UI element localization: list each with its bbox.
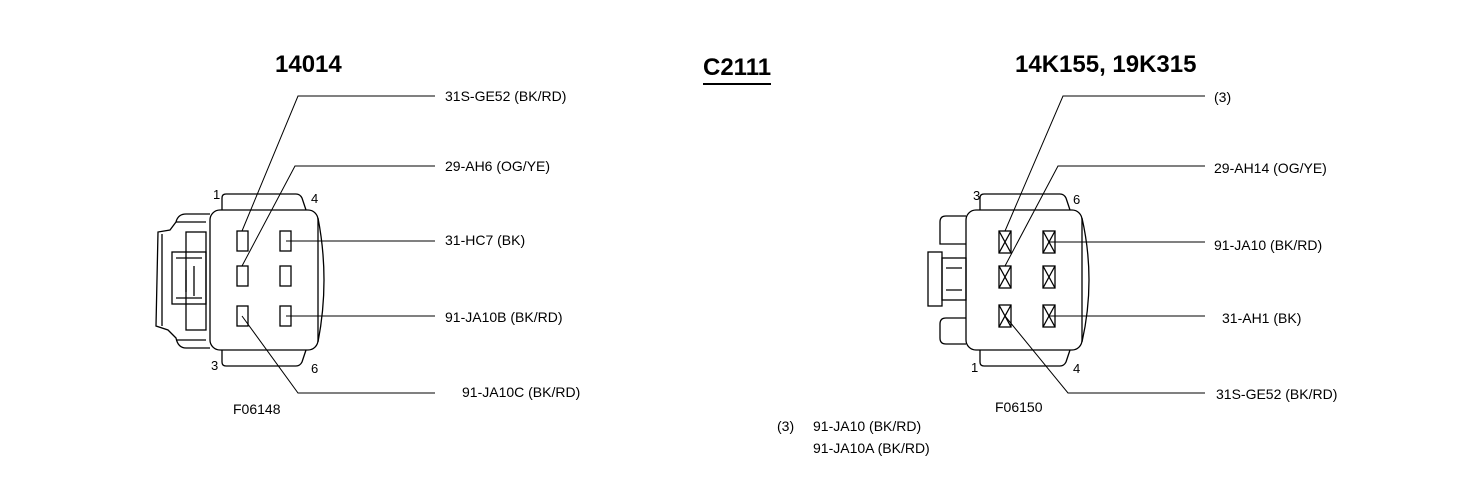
left-pin-3: 3 <box>211 358 219 373</box>
right-leader-wires <box>1004 95 1205 394</box>
left-connector-body <box>155 193 325 367</box>
left-leader-wires <box>241 95 435 394</box>
right-circuit-label: (3) <box>1214 89 1232 105</box>
left-part-number: 14014 <box>275 51 342 78</box>
right-pin-4: 4 <box>1073 361 1081 376</box>
footnote-line: 91-JA10 (BK/RD) <box>813 418 922 434</box>
right-figure-code: F06150 <box>995 399 1043 415</box>
connector-id: C2111 <box>703 56 772 85</box>
left-circuit-label: 29-AH6 (OG/YE) <box>445 158 551 174</box>
left-pin-4: 4 <box>311 191 319 206</box>
right-circuit-label: 31-AH1 (BK) <box>1222 310 1302 326</box>
right-pin-6: 6 <box>1073 192 1081 207</box>
right-connector-body <box>927 193 1090 367</box>
left-circuit-label: 31S-GE52 (BK/RD) <box>445 88 567 104</box>
right-circuit-label: 29-AH14 (OG/YE) <box>1214 160 1327 176</box>
left-pin-1: 1 <box>213 187 221 202</box>
right-pin-3: 3 <box>973 188 981 203</box>
footnote-marker: (3) <box>777 418 795 434</box>
left-circuit-label: 91-JA10B (BK/RD) <box>445 309 563 325</box>
right-circuit-label: 91-JA10 (BK/RD) <box>1214 237 1323 253</box>
right-part-number: 14K155, 19K315 <box>1015 51 1197 78</box>
left-pin-6: 6 <box>311 361 319 376</box>
right-pin-1: 1 <box>971 360 979 375</box>
left-circuit-label: 91-JA10C (BK/RD) <box>462 384 581 400</box>
left-figure-code: F06148 <box>233 401 281 417</box>
right-circuit-label: 31S-GE52 (BK/RD) <box>1216 386 1338 402</box>
footnote-line: 91-JA10A (BK/RD) <box>813 440 930 456</box>
left-circuit-label: 31-HC7 (BK) <box>445 232 526 248</box>
right-terminals <box>998 230 1056 328</box>
